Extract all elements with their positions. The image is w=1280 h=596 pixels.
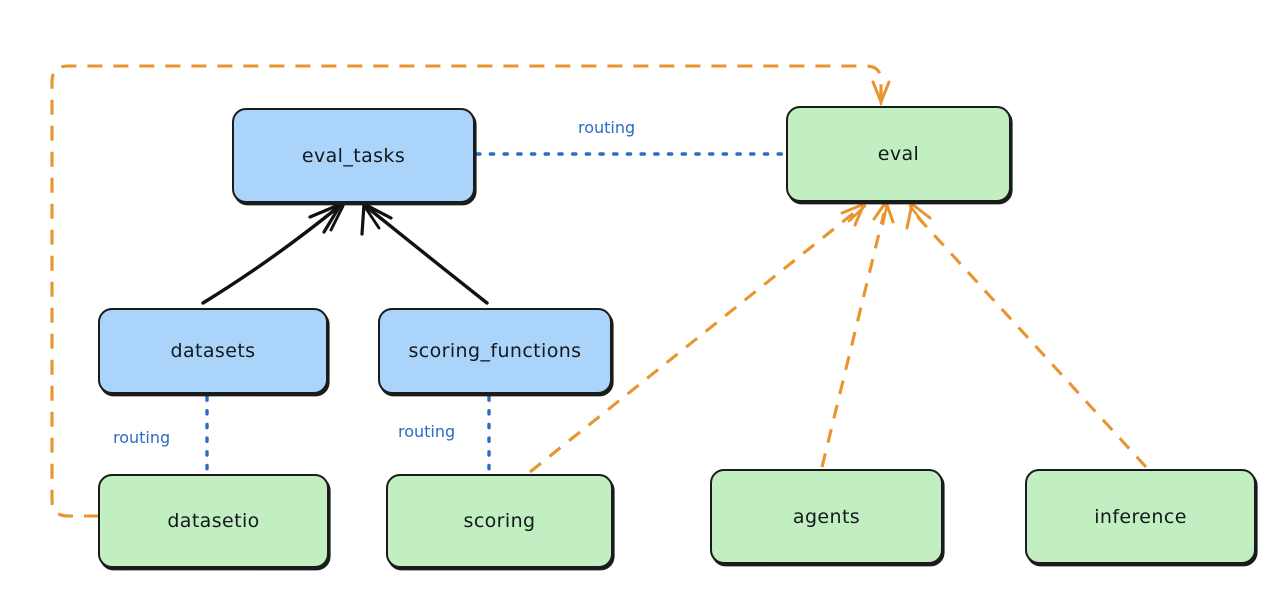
node-inference[interactable]: inference bbox=[1025, 469, 1256, 564]
node-eval[interactable]: eval bbox=[786, 106, 1011, 202]
node-datasetio[interactable]: datasetio bbox=[98, 474, 329, 568]
edge-inference-to-eval bbox=[905, 202, 1148, 469]
node-label-datasetio: datasetio bbox=[167, 510, 260, 532]
edge-label-routing-scoring-functions: routing bbox=[398, 422, 456, 441]
node-datasets[interactable]: datasets bbox=[98, 308, 328, 394]
node-label-inference: inference bbox=[1094, 505, 1187, 528]
node-label-eval-tasks: eval_tasks bbox=[301, 144, 406, 167]
edge-datasets-to-eval-tasks bbox=[201, 202, 345, 305]
node-scoring-functions[interactable]: scoring_functions bbox=[378, 308, 612, 394]
edge-agents-to-eval bbox=[820, 200, 895, 468]
node-scoring[interactable]: scoring bbox=[386, 474, 613, 568]
node-eval-tasks[interactable]: eval_tasks bbox=[232, 108, 475, 203]
node-label-agents: agents bbox=[792, 505, 861, 528]
edge-scoring-functions-to-eval-tasks bbox=[360, 202, 489, 305]
edge-label-routing-eval-tasks: routing bbox=[578, 118, 636, 137]
node-label-scoring-functions: scoring_functions bbox=[408, 340, 582, 362]
node-label-datasets: datasets bbox=[170, 340, 256, 362]
node-agents[interactable]: agents bbox=[710, 469, 943, 564]
edge-label-routing-datasets: routing bbox=[113, 428, 171, 447]
node-label-scoring: scoring bbox=[463, 510, 536, 532]
node-label-eval: eval bbox=[877, 143, 920, 165]
